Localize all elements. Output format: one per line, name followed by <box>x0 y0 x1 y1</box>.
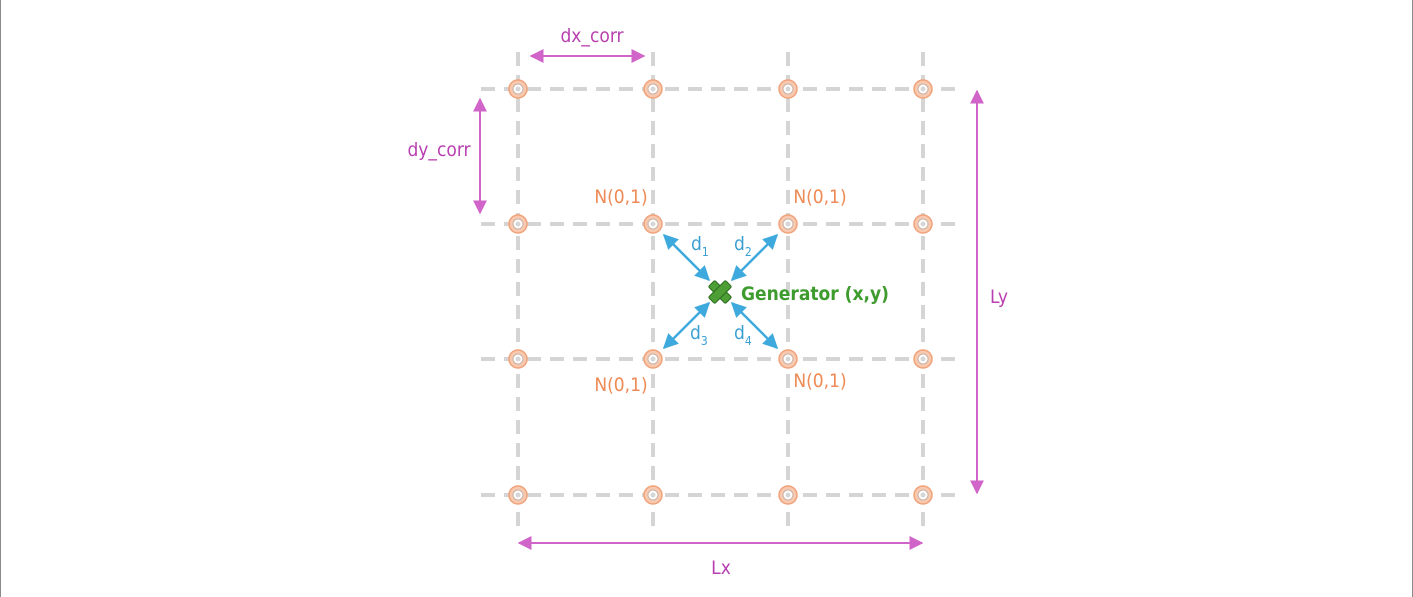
noise-labels: N(0,1) N(0,1) N(0,1) N(0,1) <box>594 186 846 396</box>
grid-node <box>913 214 933 234</box>
cross-marker-icon <box>708 280 732 304</box>
distance-arrow-d2 <box>730 233 779 282</box>
ly-label: Ly <box>990 286 1008 308</box>
grid-node <box>778 485 798 505</box>
grid-node <box>508 485 528 505</box>
grid-node <box>913 485 933 505</box>
grid-node <box>508 79 528 99</box>
grid-nodes <box>508 79 933 505</box>
grid-node <box>778 214 798 234</box>
lx-label: Lx <box>711 557 731 579</box>
grid-node <box>778 79 798 99</box>
distance-label-d2: d2 <box>734 233 752 259</box>
grid-node <box>643 485 663 505</box>
distance-arrows: d1 d2 d3 d4 <box>662 233 779 350</box>
noise-label-top-right: N(0,1) <box>793 186 846 208</box>
noise-label-bottom-left: N(0,1) <box>594 374 647 396</box>
grid-node <box>508 214 528 234</box>
grid-node <box>913 349 933 369</box>
dimension-annotations: dx_corr dy_corr Lx Ly <box>407 25 1007 579</box>
grid-node <box>643 349 663 369</box>
grid-node <box>778 349 798 369</box>
distance-label-d4: d4 <box>734 322 752 348</box>
grid-node <box>913 79 933 99</box>
distance-arrow-d1 <box>662 233 711 282</box>
distance-label-d3: d3 <box>690 322 708 348</box>
grid-node <box>643 214 663 234</box>
distance-arrow-d3 <box>662 301 711 350</box>
grid-node <box>643 79 663 99</box>
dy-corr-label: dy_corr <box>407 139 471 161</box>
distance-label-d1: d1 <box>691 233 709 259</box>
distance-arrow-d4 <box>730 301 779 350</box>
generator: Generator (x,y) <box>708 280 889 305</box>
dx-corr-label: dx_corr <box>560 25 624 47</box>
grid-node <box>508 349 528 369</box>
grid-lines <box>481 52 961 530</box>
generator-label: Generator (x,y) <box>741 283 889 305</box>
noise-label-top-left: N(0,1) <box>594 186 647 208</box>
noise-label-bottom-right: N(0,1) <box>793 370 846 392</box>
